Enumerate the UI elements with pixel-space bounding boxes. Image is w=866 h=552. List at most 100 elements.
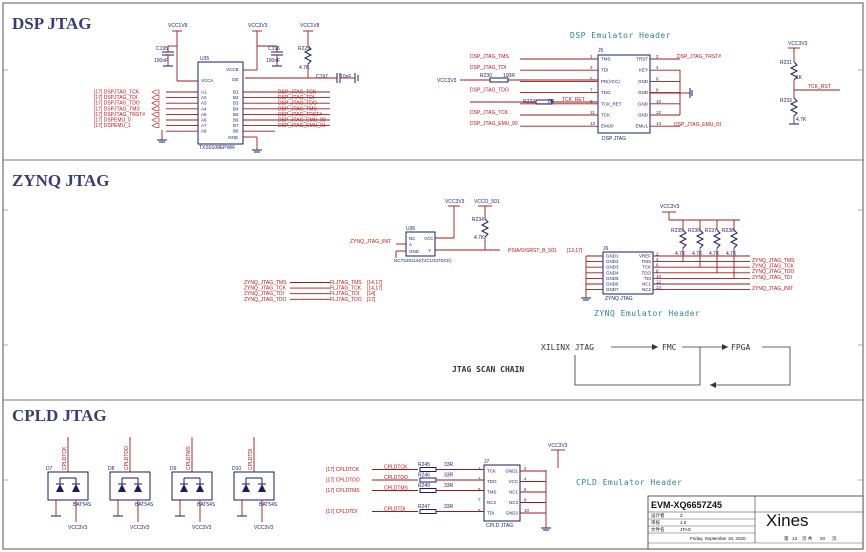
j5-left-pin: TCK: [601, 113, 610, 118]
chain-xilinx: XILINX JTAG: [541, 343, 594, 352]
j7-right-num: 4: [524, 477, 527, 482]
emu1-right-net: DSP_JTAG_EMU_01: [674, 122, 722, 128]
j5-left-net: DSP_JTAG_TCK: [470, 110, 509, 116]
cpld-res-ref: R249: [418, 483, 430, 489]
dsp-level-shifter-block: VCC1V8 VCC3V3 VCC1V8 C195 100nF C196 100…: [94, 23, 359, 153]
cpld-net: [17] CPLDTDO: [326, 478, 360, 484]
zynq-fl-ref: [14,17]: [367, 286, 383, 292]
j6-right-num: 8: [656, 268, 659, 273]
j7-part: CPLD JTAG: [486, 523, 513, 529]
cpld-net-target: CPLDTMS: [384, 486, 409, 492]
dsp-left-net: [17] DSPJTAG_TDI: [94, 95, 137, 101]
j6-left-pin: GND2: [606, 259, 619, 264]
j5-right-pin: EMU1: [635, 124, 648, 129]
j6-ref: J6: [603, 246, 609, 252]
u35-pin-a: A3: [201, 101, 207, 106]
u35-gnd: GND: [228, 135, 239, 140]
u35-pin-b: B1: [233, 90, 239, 95]
j7-right-pin: NC1: [509, 490, 518, 495]
j6-right-num: 12: [656, 280, 662, 285]
j6-left-pin: GND5: [606, 276, 619, 281]
u35-body: [197, 61, 244, 145]
cpld-diode-net: CPLDTDI: [248, 449, 254, 470]
j7-left-num: 7: [478, 498, 481, 503]
dsp-left-net: [17] DSPEMU_0: [94, 118, 131, 124]
j6-right-num: 2: [656, 252, 659, 257]
tb-row3-val: JTAG: [680, 527, 692, 532]
zynq-pull-res-val: 4.7K: [675, 251, 686, 257]
tck-ret-net: TCK_RET: [562, 97, 585, 103]
j6-left-pin: GND3: [606, 265, 619, 270]
u36-nc: NC: [409, 236, 416, 241]
cpld-diode-net: CPLDTMS: [186, 445, 192, 470]
j5-left-num: 11: [590, 110, 595, 115]
j5-right-num: 14: [656, 121, 662, 126]
u35-pin-b: B5: [233, 112, 239, 117]
j5-left-pin: PD(VCC): [601, 79, 620, 84]
cpld-vcc3v3-label: VCC3V3: [548, 443, 568, 449]
cpld-esd-diodes: CPLDTCKD7BAT54SVCC3V3CPLDTDOD8BAT54SVCC3…: [46, 437, 278, 531]
j7-left-pin: TMS: [487, 490, 497, 495]
cpld-net: [17] CPLDTDI: [326, 509, 357, 515]
j6-left-pin: GND7: [606, 287, 619, 292]
cpld-res-val: 33R: [444, 483, 454, 489]
frame-ticks: [3, 69, 863, 481]
cpld-diode-net: CPLDTDO: [124, 446, 130, 470]
tb-row2-label: 审核: [651, 519, 660, 526]
zynq-fl-target: FLJTAG_TCK: [330, 286, 362, 292]
dsp-vcc3v3-a-label: VCC3V3: [248, 23, 268, 29]
j6-right-pin: TMS: [642, 259, 652, 264]
c196-value: 100nF: [266, 58, 280, 64]
r231-label: R231: [780, 60, 792, 66]
j5-right-num: 10: [656, 99, 662, 104]
u35-pin-a: A5: [201, 112, 207, 117]
u36-y: Y: [428, 248, 431, 253]
j7-left-num: 1: [478, 466, 481, 471]
cpld-header-title: CPLD Emulator Header: [576, 478, 682, 487]
cpld-diode-vcc: VCC3V3: [68, 525, 88, 531]
j5-right-num: 4: [656, 65, 659, 70]
cpld-res-val: 33R: [444, 504, 454, 510]
j5-left-pin: TCK_RET: [601, 101, 622, 106]
j6-right-net: ZYNQ_JTAG_INIT: [752, 286, 793, 292]
cpld-res-ref: R246: [418, 473, 430, 479]
j5-left-net: DSP_JTAG_EMU_00: [470, 121, 518, 127]
tb-sheet-prefix: 第: [784, 535, 789, 542]
j5-right-pin: GND: [638, 90, 649, 95]
j7-left-pin: TCK: [487, 469, 496, 474]
j5-right-pin: GND: [638, 113, 649, 118]
j5-right-pin: GND: [638, 101, 649, 106]
cpld-res-val: 33R: [444, 462, 454, 468]
chain-fmc: FMC: [662, 343, 677, 352]
section-title-zynq: ZYNQ JTAG: [12, 171, 109, 190]
j7-left-num: 5: [478, 487, 481, 492]
u35-pin-b: B7: [233, 123, 239, 128]
r233-label: R233: [780, 98, 792, 104]
j7-body: [483, 464, 521, 522]
tb-row3-label: 文件名: [651, 526, 665, 533]
j6-right-num: 6: [656, 263, 659, 268]
zynq-fl-ref: [14,17]: [367, 280, 383, 286]
dsp-left-net-labels: [17] DSPJTAG_TCK[17] DSPJTAG_TDI[17] DSP…: [94, 90, 160, 129]
u35-pin-a: A4: [201, 106, 207, 111]
j5-left-pin: TDI: [601, 68, 608, 73]
r229-value: 4.7K: [299, 65, 310, 71]
cpld-net: [17] CPLDTCK: [326, 467, 360, 473]
j7-left-num: 9: [478, 508, 481, 513]
j5-left-num: 13: [590, 121, 596, 126]
j7-right-pin: NC3: [509, 500, 518, 505]
u35-pin-a: A7: [201, 123, 207, 128]
j6-right-pin: NC1: [642, 282, 651, 287]
cpld-diode-vcc: VCC3V3: [192, 525, 212, 531]
cpld-res-ref: R247: [418, 504, 430, 510]
zynq-header-title: ZYNQ Emulator Header: [594, 309, 700, 318]
zynq-fl-target: FLJTAG_TDO: [330, 297, 362, 303]
j7-right-pin: GND1: [505, 469, 518, 474]
zynq-pull-res-ref: R236: [688, 228, 700, 234]
u35-pin-b: B6: [233, 118, 239, 123]
section-title-cpld: CPLD JTAG: [12, 406, 107, 425]
